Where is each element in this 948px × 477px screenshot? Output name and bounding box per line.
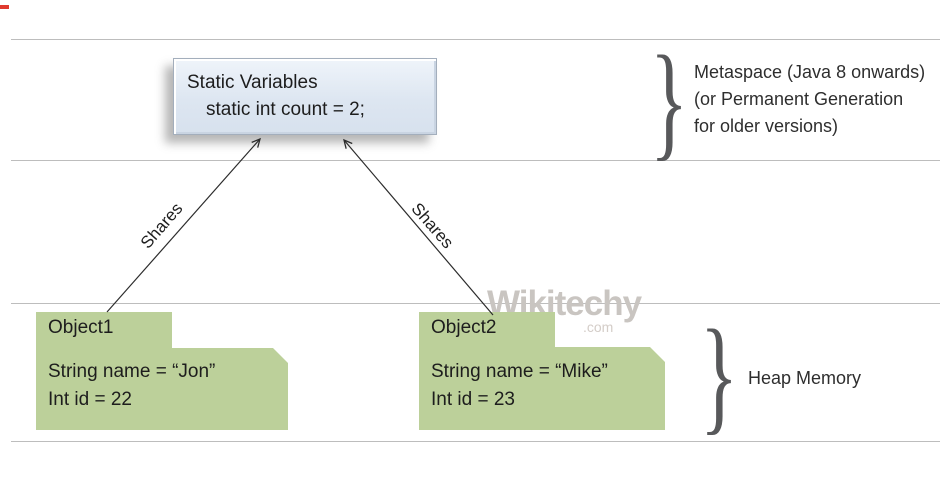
- watermark-domain: .com: [583, 319, 614, 335]
- object1-box: Object1 String name = “Jon” Int id = 22: [36, 312, 288, 430]
- heap-brace: }: [700, 304, 739, 446]
- object1-field-name: String name = “Jon”: [48, 361, 216, 382]
- static-box-title: Static Variables: [187, 72, 318, 93]
- shares-arrow-right: [343, 138, 494, 316]
- shares-arrow-left: [106, 137, 261, 313]
- object2-box: Object2 String name = “Mike” Int id = 23: [419, 312, 665, 430]
- object2-field-id: Int id = 23: [431, 389, 515, 410]
- red-artifact-mark: [0, 5, 9, 9]
- heap-caption: Heap Memory: [748, 368, 862, 388]
- shares-label-left: Shares: [136, 199, 187, 253]
- object2-field-name: String name = “Mike”: [431, 361, 608, 382]
- section-divider-bottom: [11, 441, 940, 442]
- metaspace-caption-line3: for older versions): [694, 116, 839, 136]
- object2-title: Object2: [431, 317, 497, 338]
- section-divider-metaspace-bottom: [11, 160, 940, 161]
- object1-field-id: Int id = 22: [48, 389, 132, 410]
- section-divider-heap-top: [11, 303, 940, 304]
- object1-title: Object1: [48, 317, 114, 338]
- metaspace-caption-line2: (or Permanent Generation: [694, 89, 904, 109]
- section-divider-top: [11, 39, 940, 40]
- static-box-code: static int count = 2;: [206, 99, 365, 120]
- object2-fields: String name = “Mike” Int id = 23: [431, 358, 608, 414]
- shares-label-right: Shares: [407, 199, 458, 253]
- metaspace-caption: Metaspace (Java 8 onwards) (or Permanent…: [694, 59, 925, 140]
- static-variables-box: Static Variables static int count = 2;: [173, 58, 437, 135]
- metaspace-caption-line1: Metaspace (Java 8 onwards): [694, 62, 926, 82]
- metaspace-brace: }: [650, 30, 689, 172]
- object1-fields: String name = “Jon” Int id = 22: [48, 358, 215, 414]
